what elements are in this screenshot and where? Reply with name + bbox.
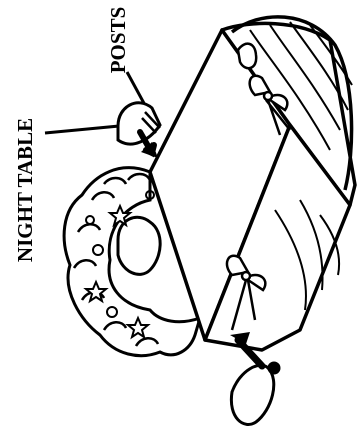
label-night-table: NIGHT TABLE (13, 118, 37, 262)
night-table-piece (118, 103, 160, 144)
bottom-post-piece (231, 363, 279, 424)
side-post (238, 44, 256, 69)
label-posts: POSTS (106, 7, 130, 74)
